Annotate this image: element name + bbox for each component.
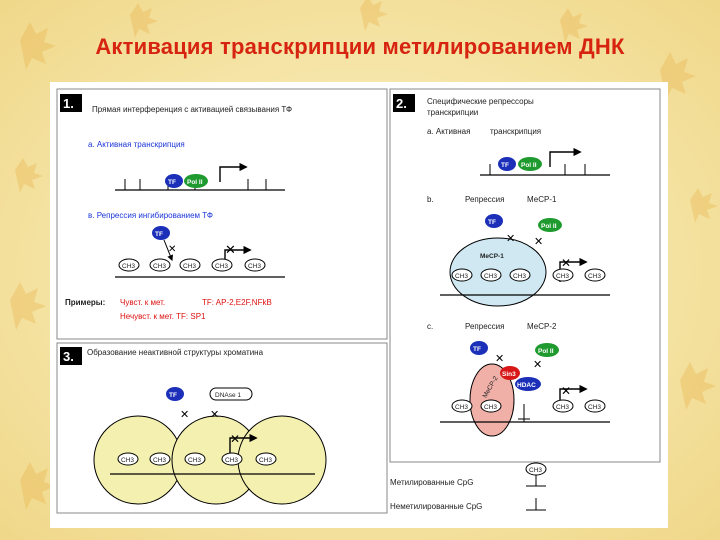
svg-text:TF: TF bbox=[155, 231, 163, 238]
examples-label: Примеры: bbox=[65, 298, 105, 307]
panel-2-number: 2. bbox=[396, 96, 407, 111]
sensitive-tf-list: TF: AP-2,E2F,NFkB bbox=[202, 298, 272, 307]
panel-3-frame bbox=[56, 342, 388, 514]
panel-2-b-repression: Репрессия bbox=[465, 195, 504, 204]
svg-text:CH3: CH3 bbox=[225, 457, 238, 464]
svg-text:CH3: CH3 bbox=[183, 263, 196, 270]
panel-2-a-label-2: транскрипция bbox=[490, 127, 541, 136]
panel-2-frame bbox=[389, 88, 661, 463]
svg-text:✕: ✕ bbox=[533, 359, 542, 371]
svg-text:DNAse 1: DNAse 1 bbox=[215, 392, 241, 399]
panel-1-frame bbox=[56, 88, 388, 340]
panel-1: 1. Прямая интерференция с активацией свя… bbox=[60, 94, 292, 321]
svg-text:CH3: CH3 bbox=[556, 404, 569, 411]
svg-text:CH3: CH3 bbox=[484, 404, 497, 411]
svg-text:CH3: CH3 bbox=[529, 467, 542, 474]
panel-2-heading-2: транскрипции bbox=[427, 108, 478, 117]
svg-text:✕: ✕ bbox=[168, 244, 176, 255]
svg-text:TF: TF bbox=[473, 346, 481, 353]
svg-text:✕: ✕ bbox=[561, 384, 571, 398]
panel-1-heading: Прямая интерференция с активацией связыв… bbox=[92, 105, 292, 114]
panel-3-heading: Образование неактивной структуры хромати… bbox=[87, 348, 264, 357]
panel-2-heading-1: Специфические репрессоры bbox=[427, 97, 534, 106]
svg-text:CH3: CH3 bbox=[484, 273, 497, 280]
svg-text:✕: ✕ bbox=[230, 432, 240, 446]
svg-text:Pol II: Pol II bbox=[541, 223, 557, 230]
svg-text:CH3: CH3 bbox=[122, 263, 135, 270]
panel-2-c-repression: Репрессия bbox=[465, 322, 504, 331]
legend-unmethylated: Неметилированные CpG bbox=[390, 502, 482, 511]
legend: Метилированные CpG CH3 Неметилированные … bbox=[390, 462, 547, 511]
pol-panel2-b: Pol II bbox=[538, 218, 562, 232]
panel-2-b-protein: МеСР-1 bbox=[527, 195, 557, 204]
pol-panel2-c: Pol II bbox=[535, 343, 559, 357]
svg-text:HDAC: HDAC bbox=[517, 382, 536, 389]
panel-2-c-label: c. bbox=[427, 322, 433, 331]
panel-1-number: 1. bbox=[63, 96, 74, 111]
svg-text:CH3: CH3 bbox=[248, 263, 261, 270]
panel-2: 2. Специфические репрессоры транскрипции… bbox=[393, 94, 610, 437]
svg-text:CH3: CH3 bbox=[121, 457, 134, 464]
svg-text:TF: TF bbox=[169, 392, 177, 399]
svg-text:Pol II: Pol II bbox=[521, 162, 537, 169]
svg-text:✕: ✕ bbox=[495, 353, 504, 365]
svg-text:CH3: CH3 bbox=[153, 457, 166, 464]
svg-text:CH3: CH3 bbox=[455, 273, 468, 280]
svg-text:CH3: CH3 bbox=[455, 404, 468, 411]
panel-2-a-label: а. Активная bbox=[427, 127, 470, 136]
panel-3-number: 3. bbox=[63, 349, 74, 364]
tf-bound-a: TF bbox=[165, 174, 183, 188]
svg-text:Sin3: Sin3 bbox=[502, 371, 516, 378]
ch3-marks-b bbox=[118, 258, 266, 272]
panel-3: 3. Образование неактивной структуры хром… bbox=[60, 347, 327, 505]
pol-ii-a: Pol II bbox=[184, 174, 208, 188]
panel-1-number-box bbox=[60, 94, 82, 112]
tf-panel2-b: TF bbox=[485, 214, 503, 228]
pol-panel2-a: Pol II bbox=[518, 157, 542, 171]
svg-text:✕: ✕ bbox=[506, 233, 515, 245]
svg-text:MeCP-1: MeCP-1 bbox=[480, 253, 504, 260]
tf-blocked-b: TF bbox=[152, 226, 170, 240]
tf-panel3: TF bbox=[166, 387, 184, 401]
svg-text:CH3: CH3 bbox=[188, 457, 201, 464]
svg-text:TF: TF bbox=[488, 219, 496, 226]
svg-text:✕: ✕ bbox=[561, 256, 571, 270]
tf-panel2-a: TF bbox=[498, 157, 516, 171]
panel-3-number-box bbox=[60, 347, 82, 365]
tf-panel2-c: TF bbox=[470, 341, 488, 355]
svg-text:✕: ✕ bbox=[534, 236, 543, 248]
svg-text:CH3: CH3 bbox=[556, 273, 569, 280]
methylation-diagram: 1. Прямая интерференция с активацией свя… bbox=[50, 82, 668, 528]
panel-1-b-label: в. Репрессия ингибированием ТФ bbox=[88, 211, 213, 220]
sensitive-label: Чувст. к мет. bbox=[120, 298, 165, 307]
svg-text:CH3: CH3 bbox=[215, 263, 228, 270]
svg-text:CH3: CH3 bbox=[259, 457, 272, 464]
svg-text:CH3: CH3 bbox=[153, 263, 166, 270]
panel-2-number-box bbox=[393, 94, 415, 112]
svg-text:TF: TF bbox=[501, 162, 509, 169]
hdac-protein: HDAC bbox=[515, 377, 541, 391]
panel-2-c-protein: МеСР-2 bbox=[527, 322, 557, 331]
svg-text:✕: ✕ bbox=[180, 409, 189, 421]
sin3-protein: Sin3 bbox=[500, 366, 520, 380]
svg-text:✕: ✕ bbox=[225, 242, 236, 257]
svg-text:CH3: CH3 bbox=[588, 273, 601, 280]
svg-text:CH3: CH3 bbox=[513, 273, 526, 280]
svg-text:Pol II: Pol II bbox=[187, 179, 203, 186]
panel-2-b-label: b. bbox=[427, 195, 434, 204]
svg-text:CH3: CH3 bbox=[588, 404, 601, 411]
slide-title: Активация транскрипции метилированием ДН… bbox=[95, 34, 625, 59]
legend-methylated: Метилированные CpG bbox=[390, 478, 473, 487]
svg-text:TF: TF bbox=[168, 179, 176, 186]
svg-text:Pol II: Pol II bbox=[538, 348, 554, 355]
dnase-1: DNAse 1 bbox=[209, 387, 253, 401]
panel-1-a-label: а. Активная транскрипция bbox=[88, 140, 185, 149]
insensitive-label: Нечувст. к мет. ТF: SP1 bbox=[120, 312, 206, 321]
svg-text:✕: ✕ bbox=[210, 409, 219, 421]
